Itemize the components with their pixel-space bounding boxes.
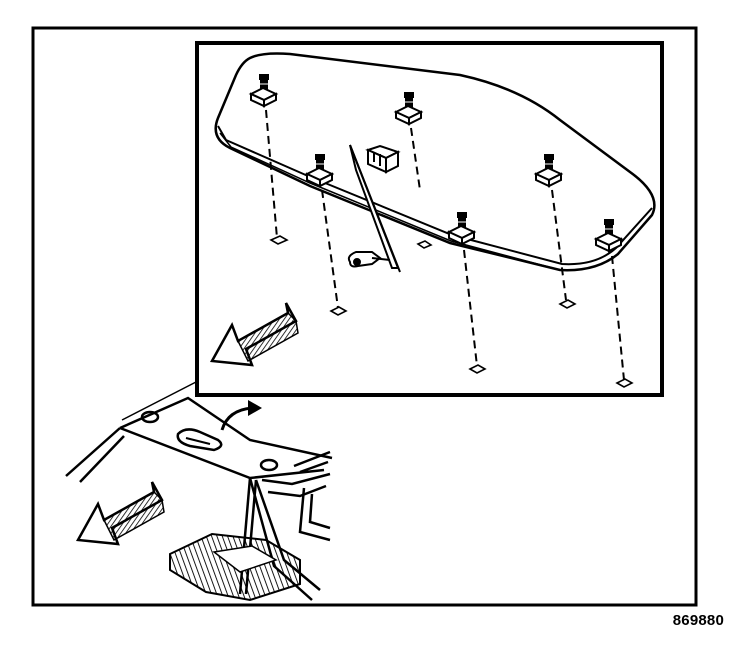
rotate-arrow-icon [220, 400, 262, 431]
clip-icon [347, 251, 391, 268]
leader-line [121, 381, 197, 421]
roof-console-panel [214, 52, 656, 272]
mounting-holes [269, 235, 634, 388]
lamp-clip-assembly [347, 144, 401, 273]
forward-direction-arrow-icon [209, 302, 299, 367]
floor-pan [169, 532, 301, 602]
vehicle-roof-view [65, 396, 333, 601]
figure-reference-code: 869880 [672, 612, 724, 629]
forward-direction-arrow-icon [75, 481, 165, 546]
outer-frame [31, 26, 698, 607]
alignment-lines [265, 109, 625, 381]
